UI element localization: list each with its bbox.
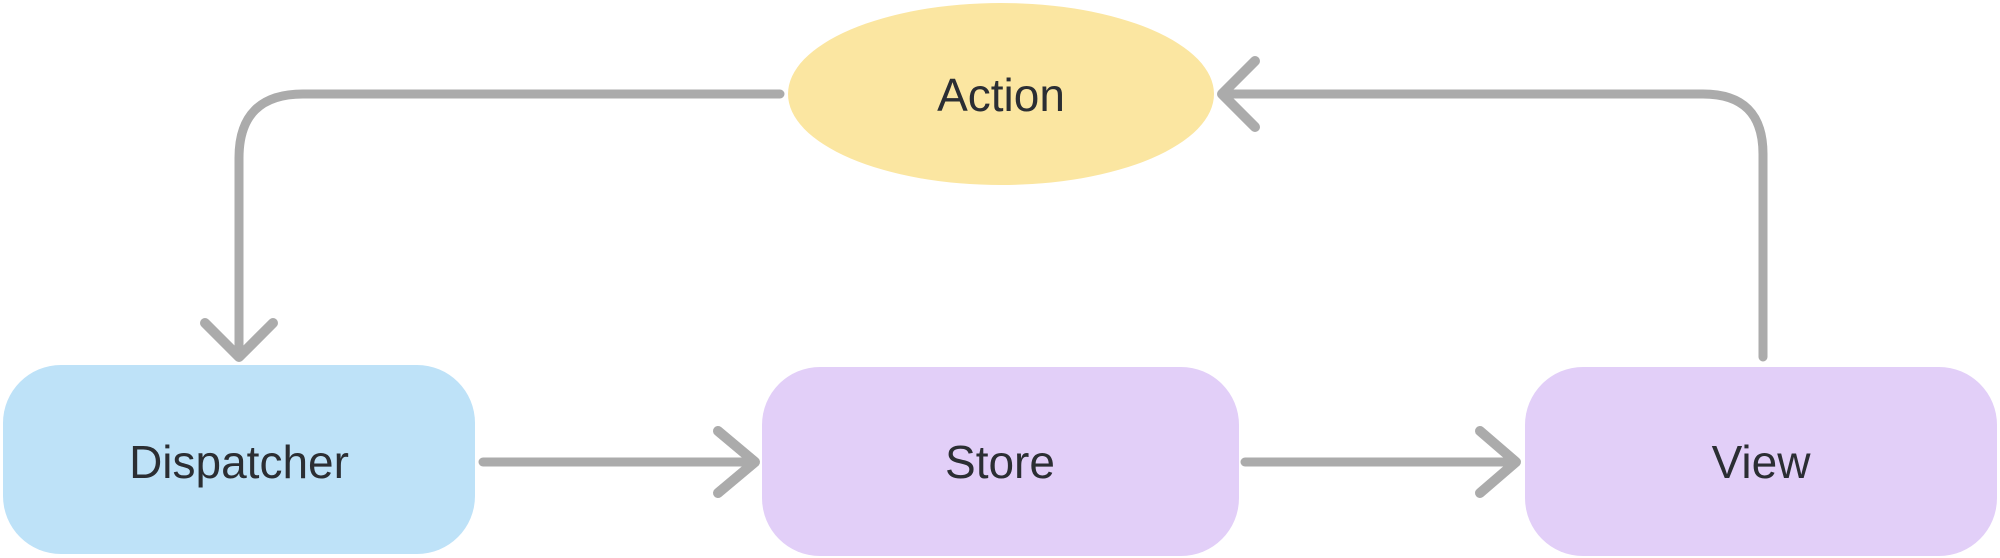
arrowhead-down-icon (200, 318, 278, 362)
edge-line (234, 89, 785, 356)
edge-line (1222, 89, 1768, 362)
node-dispatcher-label: Dispatcher (129, 436, 349, 488)
node-dispatcher: Dispatcher (3, 365, 475, 554)
arrowhead-left-icon (1217, 56, 1260, 132)
node-action-shape (788, 3, 1214, 185)
node-action-label: Action (937, 69, 1065, 121)
arrow-view-to-action (1217, 56, 1768, 362)
node-view-shape (1525, 367, 1997, 556)
node-view-label: View (1712, 436, 1812, 488)
node-action: Action (788, 3, 1214, 185)
arrowhead-right-icon (713, 426, 760, 498)
node-store-shape (762, 367, 1239, 556)
node-store: Store (762, 367, 1239, 556)
node-view: View (1525, 367, 1997, 556)
node-store-label: Store (945, 436, 1055, 488)
arrow-store-to-view (1240, 426, 1521, 498)
arrowhead-right-icon (1475, 426, 1521, 498)
arrow-action-to-dispatcher (200, 89, 785, 362)
node-dispatcher-shape (3, 365, 475, 554)
arrow-dispatcher-to-store (478, 426, 760, 498)
